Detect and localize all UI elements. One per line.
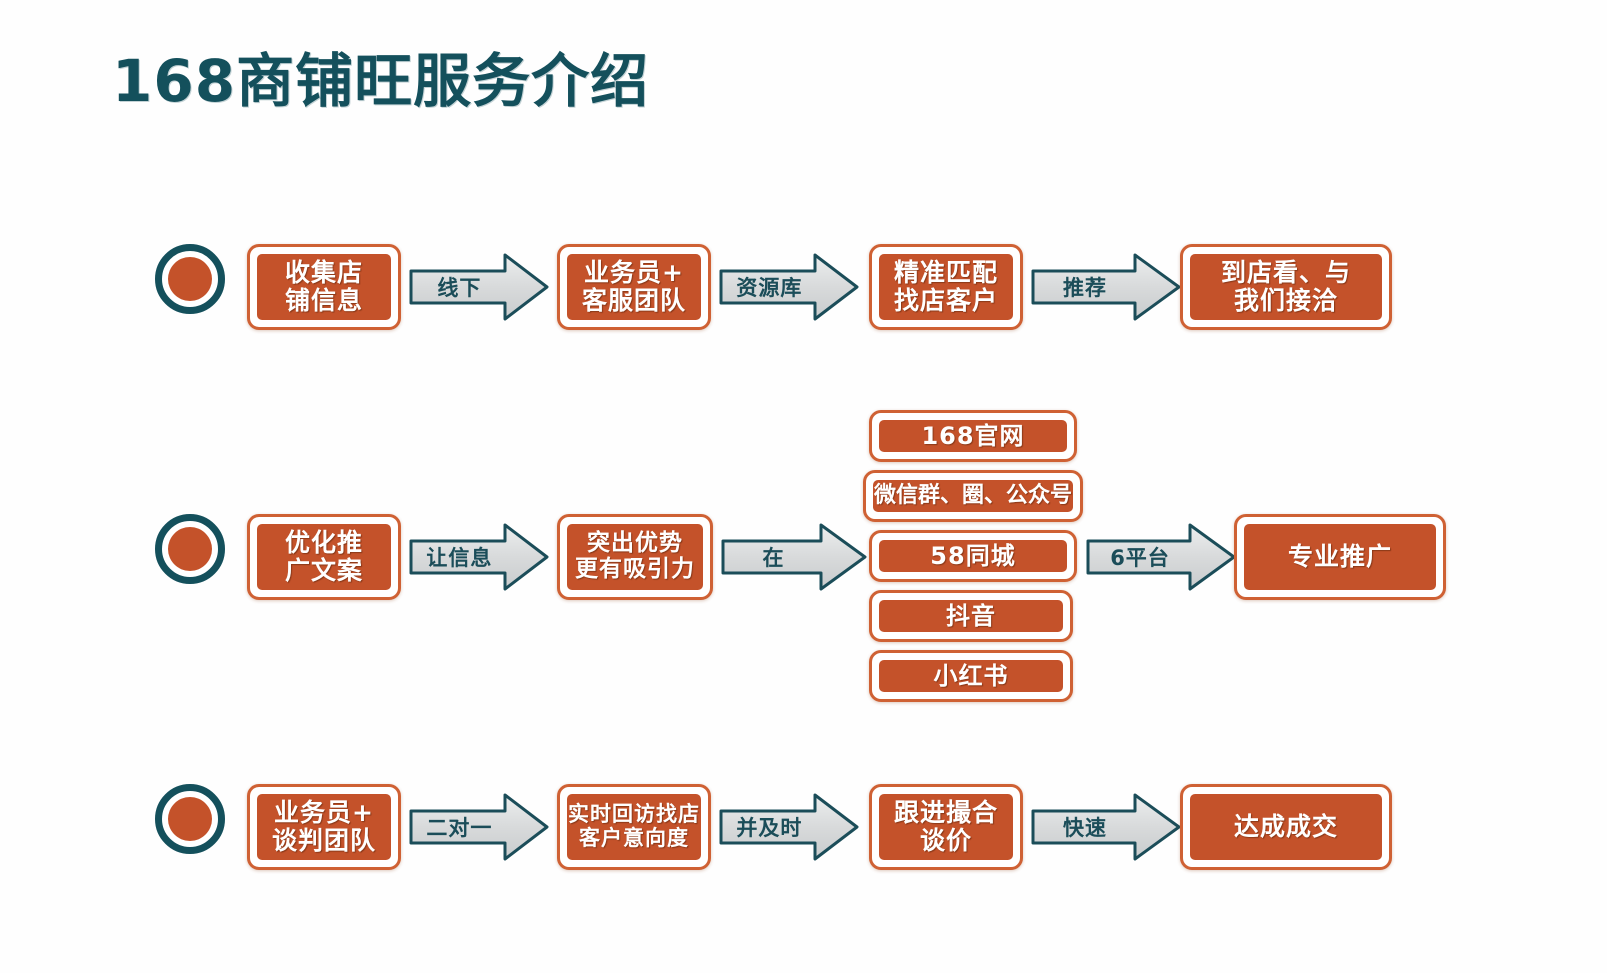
step-box-r1-4[interactable]: 到店看、与 我们接洽 <box>1180 244 1392 330</box>
bullet-circle-row-2 <box>155 514 225 584</box>
arrow-right-icon <box>719 253 859 321</box>
step-box-line: 更有吸引力 <box>575 556 695 582</box>
step-box-r3-4[interactable]: 达成成交 <box>1180 784 1392 870</box>
flow-arrow-r2-2: 在 <box>721 519 867 595</box>
step-box-line: 我们接洽 <box>1233 286 1338 315</box>
step-box-r2-1[interactable]: 优化推 广文案 <box>247 514 401 600</box>
step-box-r1-1[interactable]: 收集店 铺信息 <box>247 244 401 330</box>
step-box-line: 客服团队 <box>581 286 686 315</box>
step-box-r3-3[interactable]: 跟进撮合 谈价 <box>869 784 1023 870</box>
arrow-right-icon <box>409 523 549 591</box>
step-box-line: 突出优势 <box>587 530 683 557</box>
platform-label: 抖音 <box>946 601 996 630</box>
arrow-right-icon <box>409 793 549 861</box>
bullet-dot-icon <box>168 527 212 571</box>
step-box-r2-3[interactable]: 专业推广 <box>1234 514 1446 600</box>
step-box-line: 铺信息 <box>284 286 363 315</box>
arrow-right-icon <box>721 523 867 591</box>
step-box-line: 业务员+ <box>274 798 374 827</box>
flow-arrow-r1-3: 推荐 <box>1031 249 1181 325</box>
platform-box-2[interactable]: 微信群、圈、公众号 <box>863 470 1083 522</box>
bullet-circle-row-3 <box>155 784 225 854</box>
step-box-line: 广文案 <box>284 556 363 585</box>
step-box-r1-2[interactable]: 业务员+ 客服团队 <box>557 244 711 330</box>
step-box-line: 精准匹配 <box>893 258 998 287</box>
flow-arrow-r1-1: 线下 <box>409 249 549 325</box>
platform-box-3[interactable]: 58同城 <box>869 530 1077 582</box>
step-box-line: 跟进撮合 <box>893 798 998 827</box>
step-box-line: 业务员+ <box>584 258 684 287</box>
platform-label: 微信群、圈、公众号 <box>873 482 1072 508</box>
step-box-line: 找店客户 <box>893 286 998 315</box>
bullet-circle-row-1 <box>155 244 225 314</box>
flow-arrow-r1-2: 资源库 <box>719 249 859 325</box>
step-box-line: 谈判团队 <box>271 826 376 855</box>
bullet-dot-icon <box>168 797 212 841</box>
platform-label: 58同城 <box>930 541 1016 570</box>
step-box-line: 谈价 <box>919 826 972 855</box>
step-box-line: 达成成交 <box>1233 812 1338 841</box>
platform-box-4[interactable]: 抖音 <box>869 590 1073 642</box>
platform-box-1[interactable]: 168官网 <box>869 410 1077 462</box>
arrow-right-icon <box>1031 253 1181 321</box>
flow-arrow-r2-3: 6平台 <box>1086 519 1236 595</box>
step-box-line: 实时回访找店 <box>568 802 700 827</box>
step-box-r2-2[interactable]: 突出优势 更有吸引力 <box>557 514 713 600</box>
platform-label: 168官网 <box>921 421 1025 450</box>
arrow-right-icon <box>1031 793 1181 861</box>
flow-arrow-r3-3: 快速 <box>1031 789 1181 865</box>
step-box-line: 收集店 <box>284 258 363 287</box>
platform-box-5[interactable]: 小红书 <box>869 650 1073 702</box>
step-box-line: 优化推 <box>284 528 363 557</box>
flow-arrow-r3-2: 并及时 <box>719 789 859 865</box>
step-box-line: 客户意向度 <box>579 826 689 850</box>
bullet-dot-icon <box>168 257 212 301</box>
step-box-r3-1[interactable]: 业务员+ 谈判团队 <box>247 784 401 870</box>
page-title: 168商铺旺服务介绍 <box>112 47 650 115</box>
step-box-line: 专业推广 <box>1287 542 1392 571</box>
flow-arrow-r3-1: 二对一 <box>409 789 549 865</box>
arrow-right-icon <box>1086 523 1236 591</box>
step-box-line: 到店看、与 <box>1220 258 1351 287</box>
arrow-right-icon <box>719 793 859 861</box>
arrow-right-icon <box>409 253 549 321</box>
flow-arrow-r2-1: 让信息 <box>409 519 549 595</box>
step-box-r1-3[interactable]: 精准匹配 找店客户 <box>869 244 1023 330</box>
platform-label: 小红书 <box>933 661 1009 690</box>
step-box-r3-2[interactable]: 实时回访找店 客户意向度 <box>557 784 711 870</box>
